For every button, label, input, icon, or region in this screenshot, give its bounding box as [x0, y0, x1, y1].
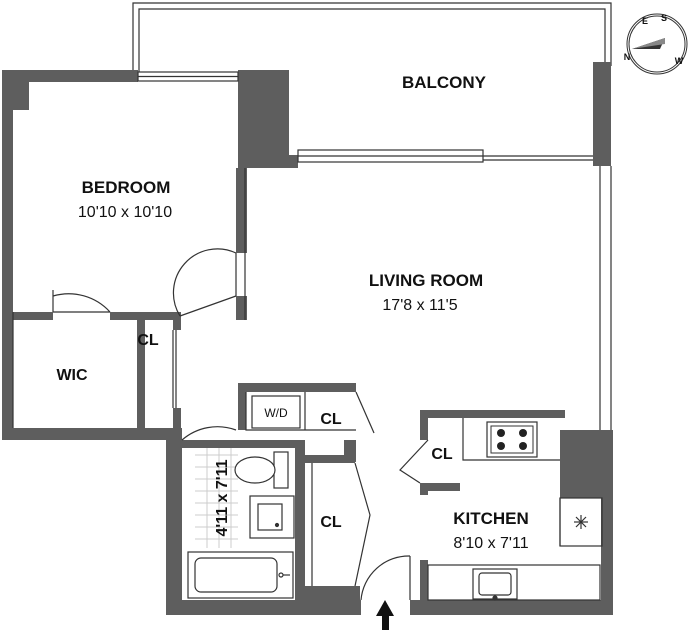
- balcony-outline: [132, 2, 612, 72]
- kitchen-closet-label: CL: [431, 446, 453, 463]
- compass-south-label: S: [661, 13, 667, 23]
- doors: [52, 248, 429, 601]
- entry-arrow-icon: [376, 600, 394, 630]
- toilet-icon: [234, 451, 289, 489]
- compass-north-label: N: [624, 52, 631, 62]
- walls: [2, 62, 613, 615]
- hall-closet-label: CL: [137, 332, 159, 349]
- living-room-label: LIVING ROOM: [369, 271, 483, 290]
- kitchen-dimensions: 8'10 x 7'11: [453, 535, 528, 552]
- bedroom-dimensions: 10'10 x 10'10: [78, 204, 172, 221]
- compass-rose: E S N W: [624, 13, 688, 75]
- compass-east-label: E: [642, 16, 648, 26]
- compass-west-label: W: [675, 56, 684, 66]
- entry-closet-label: CL: [320, 514, 342, 531]
- kitchen-counter: [427, 418, 603, 601]
- bathroom-dimensions: 4'11 x 7'11: [214, 459, 231, 536]
- living-room-dimensions: 17'8 x 11'5: [382, 297, 457, 314]
- kitchen-sink-icon: [472, 568, 518, 601]
- bathtub-icon: [187, 551, 294, 599]
- bathroom-tiles: [195, 448, 238, 548]
- refrigerator-icon: [574, 515, 588, 529]
- stove-icon: [486, 421, 538, 458]
- washer-dryer-label: W/D: [264, 406, 288, 420]
- windows: [137, 71, 593, 163]
- wic-label: WIC: [56, 367, 88, 384]
- washer-dryer-icon: [251, 395, 301, 429]
- bedroom-label: BEDROOM: [82, 178, 171, 197]
- wd-closet-label: CL: [320, 411, 342, 428]
- interior-lines: [12, 166, 612, 587]
- balcony-label: BALCONY: [402, 73, 487, 92]
- bathroom-sink-icon: [249, 495, 295, 539]
- kitchen-label: KITCHEN: [453, 509, 529, 528]
